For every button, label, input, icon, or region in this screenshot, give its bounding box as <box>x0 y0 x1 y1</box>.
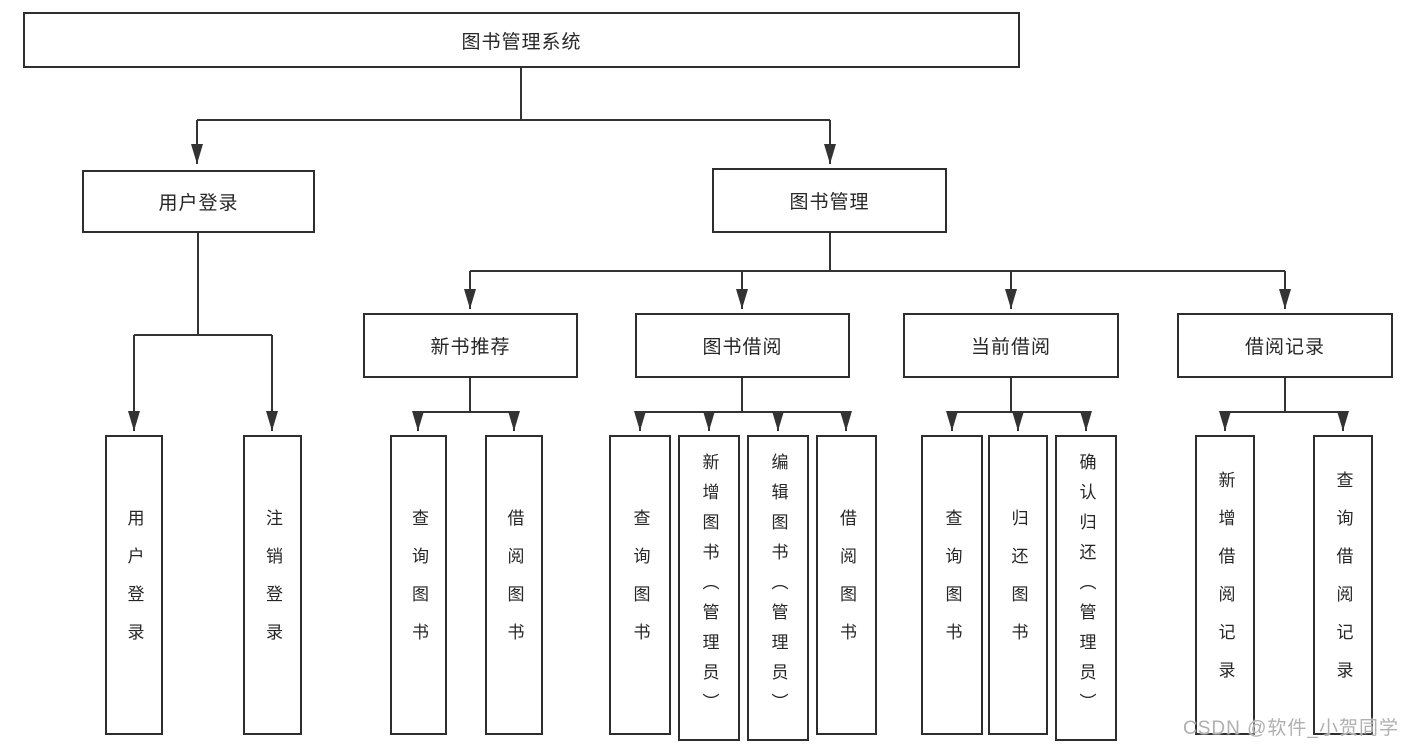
leaf-confirm-return-admin: 确认归还（管理员） <box>1055 435 1117 741</box>
leaf-label: 查询图书 <box>942 509 962 661</box>
leaf-query-borrow-record: 查询借阅记录 <box>1313 435 1373 735</box>
leaf-add-books-admin: 新增图书（管理员） <box>678 435 740 741</box>
leaf-label: 用户登录 <box>124 509 144 661</box>
leaf-label: 查询借阅记录 <box>1333 471 1353 699</box>
node-book-borrowing: 图书借阅 <box>635 313 850 378</box>
node-book-management-branch: 图书管理 <box>712 168 947 233</box>
leaf-query-books-recommend: 查询图书 <box>390 435 447 735</box>
leaf-borrow-books-recommend: 借阅图书 <box>485 435 543 735</box>
leaf-user-login: 用户登录 <box>105 435 163 735</box>
leaf-add-borrow-record: 新增借阅记录 <box>1195 435 1255 735</box>
leaf-label: 新增图书（管理员） <box>699 453 719 723</box>
node-label: 借阅记录 <box>1244 337 1325 358</box>
csdn-watermark: CSDN @软件_小贺同学 <box>1183 718 1399 739</box>
node-root-system: 图书管理系统 <box>23 12 1020 68</box>
leaf-label: 借阅图书 <box>504 509 524 661</box>
leaf-label: 新增借阅记录 <box>1215 471 1235 699</box>
leaf-label: 查询图书 <box>630 509 650 661</box>
node-label: 图书管理系统 <box>461 31 582 53</box>
leaf-label: 注销登录 <box>263 509 282 661</box>
node-label: 图书借阅 <box>702 337 783 358</box>
node-user-login-branch: 用户登录 <box>82 170 315 233</box>
leaf-query-books-current: 查询图书 <box>921 435 983 735</box>
node-label: 用户登录 <box>158 193 239 214</box>
leaf-label: 确认归还（管理员） <box>1076 453 1096 723</box>
node-borrowing-records: 借阅记录 <box>1177 313 1393 378</box>
node-label: 新书推荐 <box>430 337 511 358</box>
leaf-label: 查询图书 <box>409 509 428 661</box>
leaf-return-books: 归还图书 <box>988 435 1048 735</box>
leaf-label: 编辑图书（管理员） <box>768 453 788 723</box>
node-label: 当前借阅 <box>970 337 1051 358</box>
leaf-edit-books-admin: 编辑图书（管理员） <box>747 435 809 741</box>
leaf-label: 借阅图书 <box>837 509 856 661</box>
node-current-borrowing: 当前借阅 <box>903 313 1119 378</box>
leaf-query-books-borrowing: 查询图书 <box>609 435 671 735</box>
node-label: 图书管理 <box>789 192 870 213</box>
leaf-label: 归还图书 <box>1008 509 1028 661</box>
leaf-logout: 注销登录 <box>243 435 302 735</box>
leaf-borrow-books: 借阅图书 <box>816 435 877 735</box>
node-new-book-recommend: 新书推荐 <box>363 313 578 378</box>
